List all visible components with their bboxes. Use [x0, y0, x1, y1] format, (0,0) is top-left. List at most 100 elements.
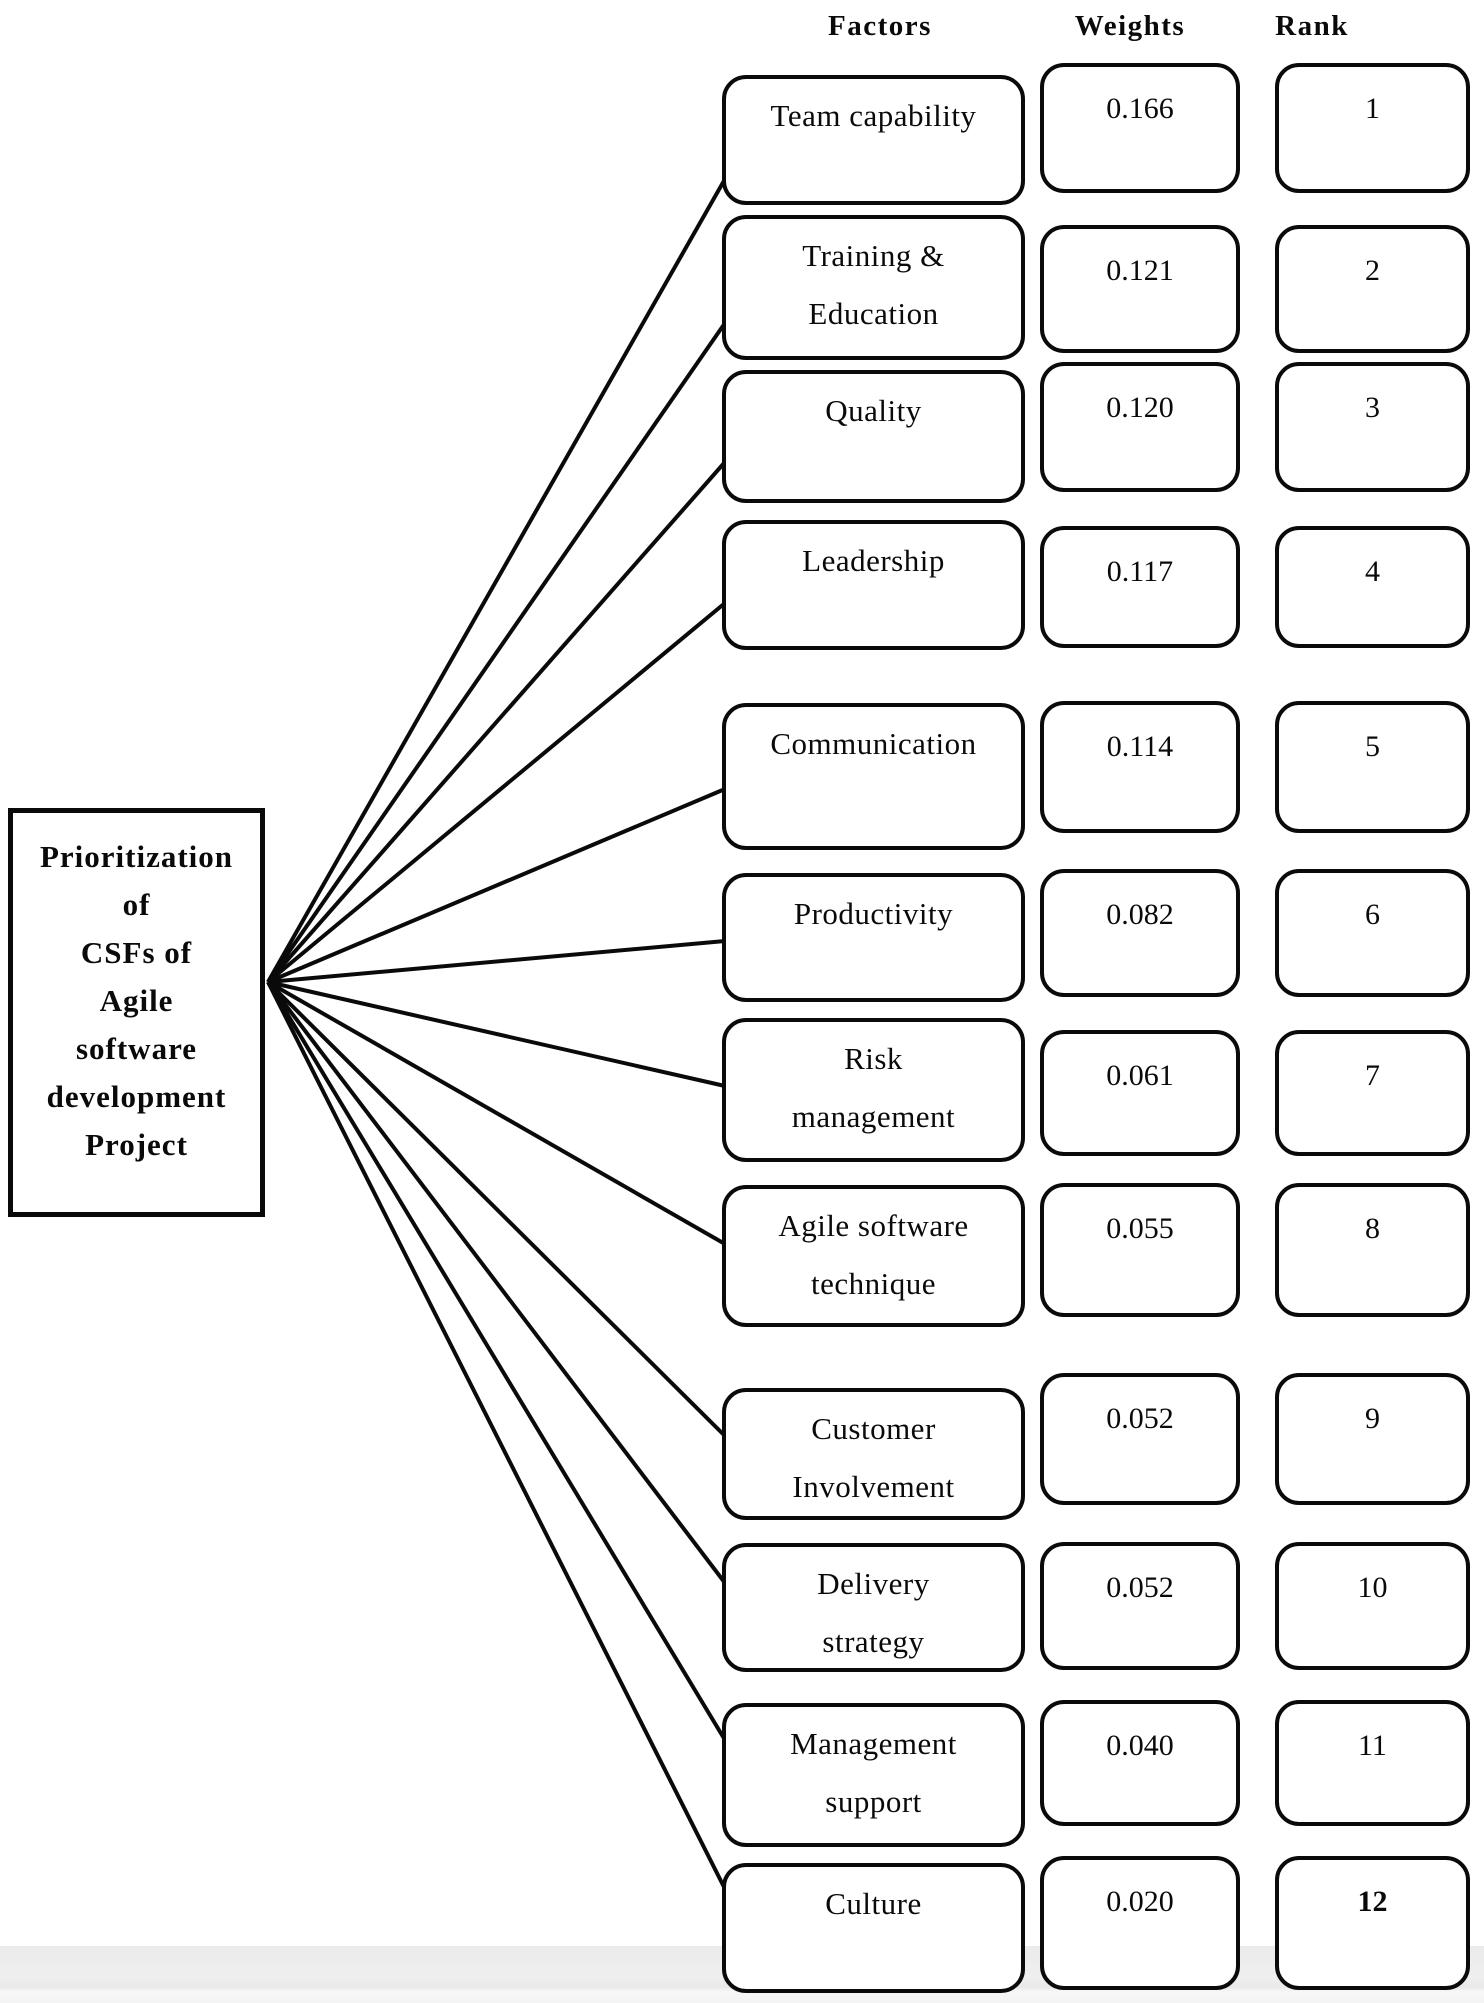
- weight-value: 0.020: [1106, 1885, 1174, 1918]
- weight-node: 0.121: [1040, 225, 1240, 353]
- rank-node: 5: [1275, 701, 1470, 833]
- weight-node: 0.052: [1040, 1373, 1240, 1505]
- column-header-factors: Factors: [828, 10, 932, 42]
- connector-line: [267, 939, 726, 984]
- weight-value: 0.117: [1106, 555, 1174, 588]
- rank-value: 7: [1365, 1059, 1380, 1092]
- factor-node-label: Customer: [811, 1411, 936, 1446]
- root-node-line: Project: [85, 1127, 188, 1162]
- connector-line: [266, 980, 727, 1585]
- weight-node: 0.061: [1040, 1030, 1240, 1156]
- rank-value: 8: [1365, 1212, 1380, 1245]
- rank-value: 1: [1365, 92, 1380, 125]
- rank-node: 7: [1275, 1030, 1470, 1156]
- factor-node: Leadership: [722, 520, 1025, 650]
- factor-node: Culture: [722, 1863, 1025, 1993]
- weight-value: 0.121: [1106, 254, 1174, 287]
- root-node-line: development: [46, 1079, 227, 1114]
- factor-node: Delivery strategy: [722, 1543, 1025, 1672]
- weight-node: 0.055: [1040, 1183, 1240, 1317]
- connector-line: [267, 980, 726, 1088]
- factor-node-label: Quality: [825, 393, 922, 428]
- factor-node-label: Training &: [802, 238, 945, 273]
- rank-node: 2: [1275, 225, 1470, 353]
- connector-line: [266, 178, 727, 983]
- rank-value: 5: [1365, 730, 1380, 763]
- rank-node: 12: [1275, 1856, 1470, 1990]
- factor-node-label: technique: [810, 1266, 936, 1301]
- rank-node: 9: [1275, 1373, 1470, 1505]
- rank-value: 12: [1357, 1885, 1388, 1918]
- rank-node: 3: [1275, 362, 1470, 492]
- root-node-line: Prioritization: [39, 839, 234, 874]
- factor-node-label: Risk: [844, 1041, 903, 1076]
- weight-node: 0.120: [1040, 362, 1240, 492]
- rank-node: 6: [1275, 869, 1470, 997]
- factor-node: Management support: [722, 1703, 1025, 1847]
- factor-node-label: Productivity: [793, 896, 954, 931]
- column-header-weights: Weights: [1074, 10, 1186, 42]
- weight-node: 0.040: [1040, 1700, 1240, 1826]
- factor-node: Risk management: [722, 1018, 1025, 1162]
- factor-node-label: Culture: [825, 1886, 922, 1921]
- connector-line: [266, 980, 727, 1742]
- connector-line: [267, 787, 726, 984]
- factor-node: Productivity: [722, 873, 1025, 1002]
- connector-line: [266, 601, 727, 984]
- weight-node: 0.166: [1040, 63, 1240, 193]
- factor-node: Team capability: [722, 75, 1025, 205]
- rank-value: 10: [1357, 1571, 1388, 1604]
- weight-value: 0.052: [1106, 1571, 1174, 1604]
- factor-node-label: management: [791, 1099, 956, 1134]
- rank-value: 4: [1365, 555, 1380, 588]
- rank-value: 9: [1365, 1402, 1380, 1435]
- root-node-line: software: [75, 1031, 198, 1066]
- factor-node-label: Communication: [770, 726, 977, 761]
- connector-line: [266, 981, 727, 1890]
- weight-node: 0.082: [1040, 869, 1240, 997]
- rank-value: 2: [1365, 254, 1380, 287]
- rank-value: 3: [1365, 391, 1380, 424]
- root-node-line: of: [122, 887, 151, 922]
- weight-value: 0.166: [1106, 92, 1174, 125]
- factor-node-label: Involvement: [792, 1469, 955, 1504]
- factor-node-label: Team capability: [770, 98, 977, 133]
- factor-node-label: Agile software: [778, 1208, 969, 1243]
- weight-value: 0.052: [1106, 1402, 1174, 1435]
- root-node-line: Agile: [99, 983, 174, 1018]
- factor-node: Training & Education: [722, 215, 1025, 360]
- rank-value: 6: [1365, 898, 1380, 931]
- connector-line: [266, 460, 727, 984]
- weight-node: 0.020: [1040, 1856, 1240, 1990]
- root-node-line: CSFs of: [80, 935, 193, 970]
- factor-node-label: Delivery: [817, 1566, 930, 1601]
- weight-value: 0.082: [1106, 898, 1174, 931]
- weight-value: 0.114: [1106, 730, 1174, 763]
- weight-value: 0.040: [1106, 1729, 1174, 1762]
- rank-node: 11: [1275, 1700, 1470, 1826]
- factor-node-label: Education: [808, 296, 939, 331]
- factor-node-label: strategy: [822, 1624, 925, 1659]
- factor-node-label: Leadership: [802, 543, 945, 578]
- rank-node: 1: [1275, 63, 1470, 193]
- connector-line: [266, 321, 727, 984]
- factor-node-label: Management: [790, 1726, 957, 1761]
- factor-node: Agile software technique: [722, 1185, 1025, 1327]
- weight-value: 0.061: [1106, 1059, 1174, 1092]
- weight-node: 0.117: [1040, 526, 1240, 648]
- column-header-rank: Rank: [1275, 10, 1349, 42]
- rank-node: 4: [1275, 526, 1470, 648]
- factor-node-label: support: [825, 1784, 922, 1819]
- weight-value: 0.055: [1106, 1212, 1174, 1245]
- connector-line: [267, 980, 726, 1246]
- rank-value: 11: [1358, 1729, 1387, 1762]
- rank-node: 8: [1275, 1183, 1470, 1317]
- weight-node: 0.114: [1040, 701, 1240, 833]
- rank-node: 10: [1275, 1542, 1470, 1670]
- factor-node: Communication: [722, 703, 1025, 850]
- factor-node: Quality: [722, 370, 1025, 503]
